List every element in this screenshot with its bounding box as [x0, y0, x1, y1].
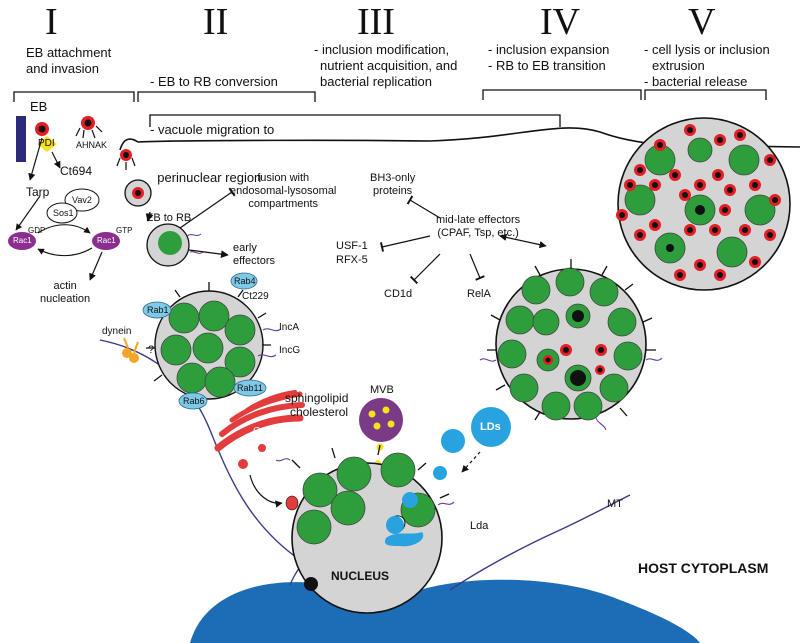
rfx5-label: RFX-5 — [336, 254, 368, 266]
rab4-oval — [230, 272, 258, 290]
stage-5-description: - cell lysis or inclusion extrusion - ba… — [644, 42, 770, 89]
rab1-label: Rab1 — [147, 305, 169, 315]
vav2-label: Vav2 — [72, 195, 92, 205]
golgi-vesicle-fused — [285, 495, 299, 511]
lda-label: Lda — [470, 520, 489, 532]
rab4-label: Rab4 — [234, 276, 256, 286]
pdgfr-receptor — [16, 116, 26, 162]
rab11-label: Rab11 — [237, 383, 263, 393]
golgi-label: Golgi — [253, 426, 277, 437]
inca-label: IncA — [279, 322, 300, 333]
stage-brackets — [13, 89, 767, 127]
effector-network — [379, 195, 547, 285]
tarp-label: Tarp — [26, 185, 50, 199]
stage-1-description: EB attachment and invasion — [26, 45, 112, 76]
plasma-membrane — [119, 127, 800, 151]
mid-late-effectors-label: mid-late effectors (CPAF, Tsp, etc.) — [436, 214, 521, 239]
stage-numeral-2: II — [203, 1, 229, 43]
stage-numeral-5: V — [688, 1, 716, 43]
bracket-stage-1 — [13, 91, 135, 102]
rela-label: RelA — [467, 288, 491, 300]
stage1-attachment — [8, 116, 136, 281]
rab6-oval — [178, 392, 208, 410]
stage-numeral-1: I — [45, 1, 58, 43]
vav2-oval — [64, 188, 100, 212]
rab6-label: Rab6 — [183, 396, 205, 406]
ct229-label: Ct229 — [242, 291, 269, 302]
rab11-oval — [233, 379, 267, 397]
bh3-label: BH3-only proteins — [370, 172, 416, 197]
sphingolipid-label: sphingolipid — [285, 391, 349, 405]
eb-to-rb-label: EB to RB — [146, 212, 192, 224]
sos1-oval — [46, 202, 78, 224]
cd1d-label: CD1d — [384, 288, 413, 300]
host-cytoplasm-label: HOST CYTOPLASM — [638, 560, 769, 576]
lds-label: LDs — [480, 421, 501, 433]
stage2-vacuoles — [124, 179, 236, 267]
ahnak-label: AHNAK — [76, 140, 108, 150]
cholesterol-label: cholesterol — [290, 405, 349, 419]
rac1-gtp-label: Rac1 — [97, 236, 116, 245]
lipid-droplets — [433, 407, 511, 480]
host-nucleus-shape — [190, 579, 700, 643]
gtp-label: GTP — [116, 226, 133, 235]
rac1-gdp-label: Rac1 — [13, 236, 32, 245]
dynein-question: ? — [148, 344, 155, 356]
usf1-label: USF-1 — [336, 240, 368, 252]
mt-label: MT — [607, 498, 623, 510]
lipid-droplet-2 — [386, 516, 404, 534]
actin-nucleation-label: actin nucleation — [40, 280, 91, 305]
bracket-stage-2-3 — [137, 91, 316, 102]
stage-3-description: - inclusion modification, nutrient acqui… — [314, 42, 458, 89]
incg-label: IncG — [279, 345, 301, 356]
stage-4-description: - inclusion expansion - RB to EB transit… — [488, 42, 610, 73]
rab1-oval — [142, 301, 172, 319]
rac1-gdp-oval — [8, 232, 36, 250]
mvb-label: MVB — [370, 384, 394, 396]
ct694-label: Ct694 — [60, 164, 93, 178]
lipid-droplet-1 — [402, 492, 418, 508]
bracket-stage-3-long — [149, 114, 561, 127]
fusion-label: fusion with endosomal-lysosomal compartm… — [230, 172, 337, 210]
bracket-stage-5 — [644, 89, 767, 100]
stage-numeral-4: IV — [540, 1, 581, 43]
lysing-inclusion — [616, 117, 791, 291]
centrosome-dot — [304, 577, 318, 591]
rac1-gtp-oval — [92, 232, 120, 250]
pdi-label: PDI — [38, 138, 55, 149]
sos1-label: Sos1 — [53, 208, 74, 218]
stage-2-description: - EB to RB conversion - vacuole migratio… — [150, 74, 278, 185]
early-effectors-label: early effectors — [233, 242, 275, 267]
dynein-label: dynein — [102, 326, 132, 337]
stage-numeral-3: III — [357, 1, 395, 43]
early-inclusion — [122, 272, 282, 410]
pdgfr-label: PDGFR — [4, 110, 14, 143]
bracket-stage-4 — [482, 89, 642, 100]
golgi-stack — [214, 390, 305, 469]
gdp-label: GDP — [28, 226, 46, 235]
nucleus-label: NUCLEUS — [331, 569, 390, 583]
dynein-motor — [122, 348, 132, 358]
perinuclear-inclusion — [275, 444, 455, 614]
late-inclusion — [479, 259, 663, 431]
eb-label: EB — [30, 99, 48, 114]
